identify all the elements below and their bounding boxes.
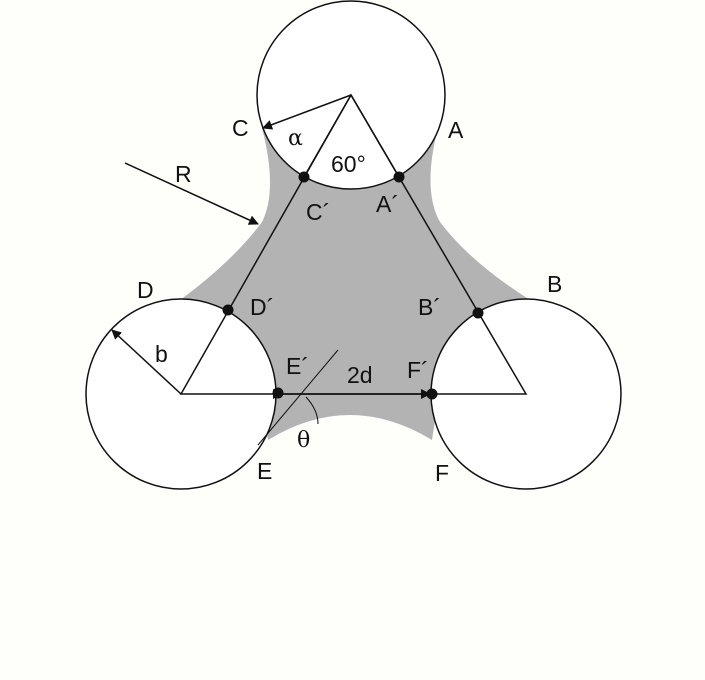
point-f-prime <box>426 388 438 400</box>
label-a-prime: A´ <box>376 191 399 217</box>
r-arrow <box>124 162 259 225</box>
label-c: C <box>232 115 249 141</box>
label-e: E <box>257 458 272 484</box>
wedge-line-left <box>303 94 352 178</box>
point-c-prime <box>298 171 310 183</box>
radius-arrow-b <box>111 329 182 395</box>
point-d-prime <box>222 304 234 316</box>
label-f: F <box>435 460 449 486</box>
label-f-prime: F´ <box>407 357 429 383</box>
label-a: A <box>448 117 464 143</box>
label-b-radius: b <box>155 341 168 367</box>
label-d: D <box>137 277 154 303</box>
label-c-prime: C´ <box>306 199 330 225</box>
point-b-prime <box>472 307 484 319</box>
label-theta: θ <box>297 428 310 453</box>
label-two-d: 2d <box>347 362 373 388</box>
theta-line <box>257 349 339 446</box>
label-r: R <box>175 161 192 187</box>
label-b-prime: B´ <box>418 294 441 320</box>
point-a-prime <box>393 171 405 183</box>
radius-arrow-c <box>262 94 352 130</box>
label-d-prime: D´ <box>250 294 274 320</box>
wedge-line-right <box>350 94 400 178</box>
theta-arc <box>305 396 319 425</box>
label-60-degrees: 60° <box>331 151 366 177</box>
label-e-prime: E´ <box>286 353 309 379</box>
point-e-prime <box>272 387 284 399</box>
label-alpha: α <box>288 126 303 151</box>
label-b: B <box>547 271 562 297</box>
